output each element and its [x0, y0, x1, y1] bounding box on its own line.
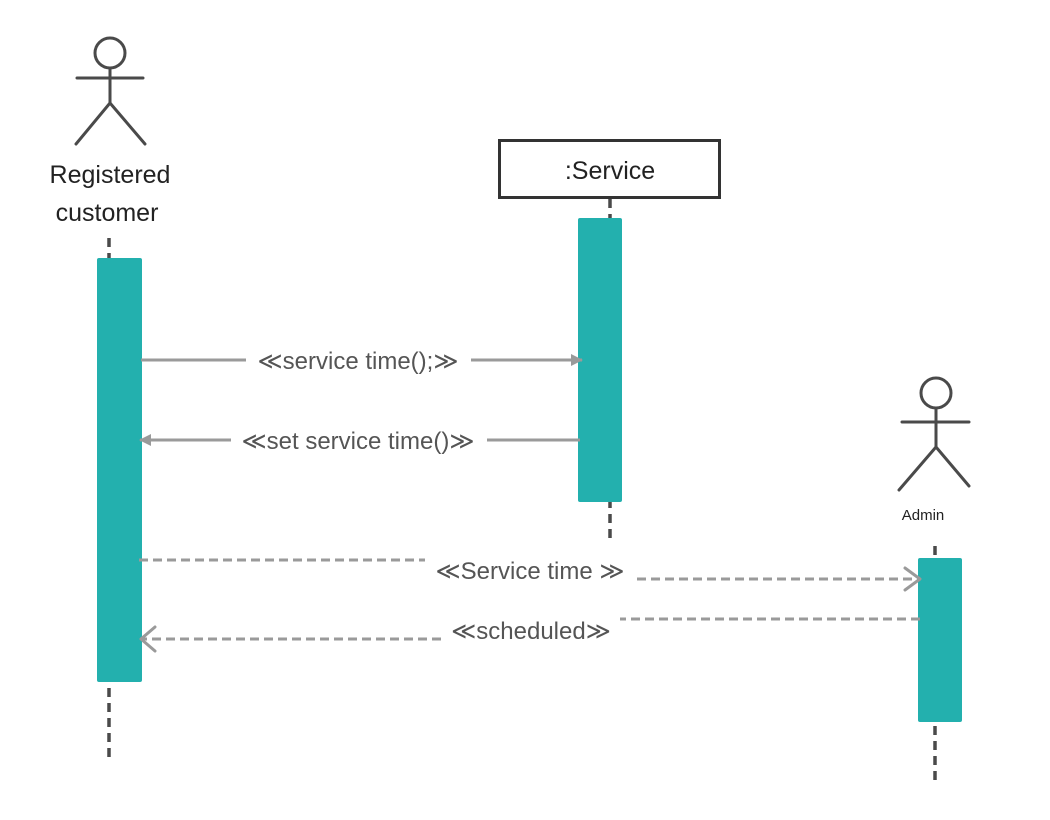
message-scheduled[interactable]: ≪scheduled≫ [139, 617, 920, 653]
activation-bar-service[interactable] [578, 218, 622, 502]
activation-bar-admin[interactable] [918, 558, 962, 722]
object-box [498, 139, 721, 199]
actor-admin[interactable]: Admin [897, 376, 971, 524]
message-service-time[interactable]: ≪service time();≫ [141, 348, 583, 375]
actor-label-line-2: customer [56, 199, 159, 227]
stick-figure-icon [897, 376, 971, 492]
object-service[interactable]: :Service [498, 139, 721, 199]
activation-bar-registered-customer[interactable] [97, 258, 142, 682]
stick-figure-icon [74, 36, 147, 146]
message-label: ≪service time();≫ [258, 348, 459, 375]
actor-label-line-1: Registered [50, 161, 171, 189]
actor-registered-customer[interactable]: Registered customer [50, 36, 171, 227]
message-service-time-admin[interactable]: ≪Service time ≫ [139, 558, 922, 592]
open-arrowhead-icon [139, 625, 157, 653]
open-arrowhead-icon [903, 566, 922, 592]
actor-label: Admin [902, 507, 945, 524]
message-set-service-time[interactable]: ≪set service time()≫ [139, 428, 580, 455]
object-label: :Service [565, 157, 655, 185]
message-label: ≪scheduled≫ [451, 618, 611, 645]
message-label: ≪set service time()≫ [242, 428, 475, 455]
message-label: ≪Service time ≫ [436, 558, 625, 585]
